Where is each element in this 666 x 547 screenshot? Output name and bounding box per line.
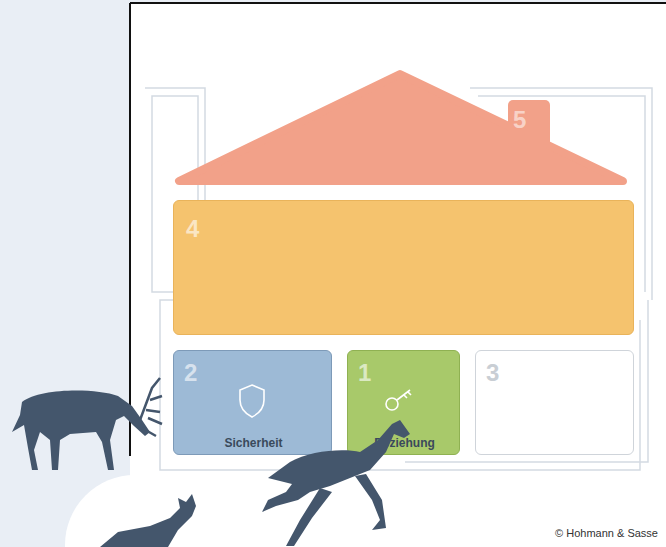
callout-number: 2: [184, 361, 224, 385]
stag: [12, 391, 150, 470]
box-caption: Sicherheit: [174, 436, 333, 450]
resting-doe: [100, 494, 196, 547]
panel: [130, 3, 666, 547]
safety-box: 2Sicherheit: [173, 350, 332, 455]
callout-number: 1: [358, 361, 398, 385]
callout-number: 4: [186, 217, 226, 241]
shield-icon: [240, 385, 264, 417]
white-circle: [65, 475, 205, 547]
leaping-doe: [262, 420, 410, 512]
deer-silhouettes: [12, 378, 410, 547]
callout-number: 5: [513, 108, 553, 132]
empty-box: 3: [475, 350, 634, 455]
copyright-note: © Hohmann & Sasse: [555, 527, 658, 539]
callout-number: 3: [486, 361, 526, 385]
roof-shape: 5: [175, 70, 627, 185]
relation-box: 1Beziehung: [347, 350, 460, 455]
doe-legs: [286, 474, 386, 546]
roof-outline: [175, 70, 627, 185]
wide-band: 4: [173, 200, 634, 335]
box-caption: Beziehung: [348, 436, 461, 450]
roof-triangle: [179, 74, 623, 181]
frame-line: [130, 3, 666, 456]
key-icon: [386, 390, 411, 410]
